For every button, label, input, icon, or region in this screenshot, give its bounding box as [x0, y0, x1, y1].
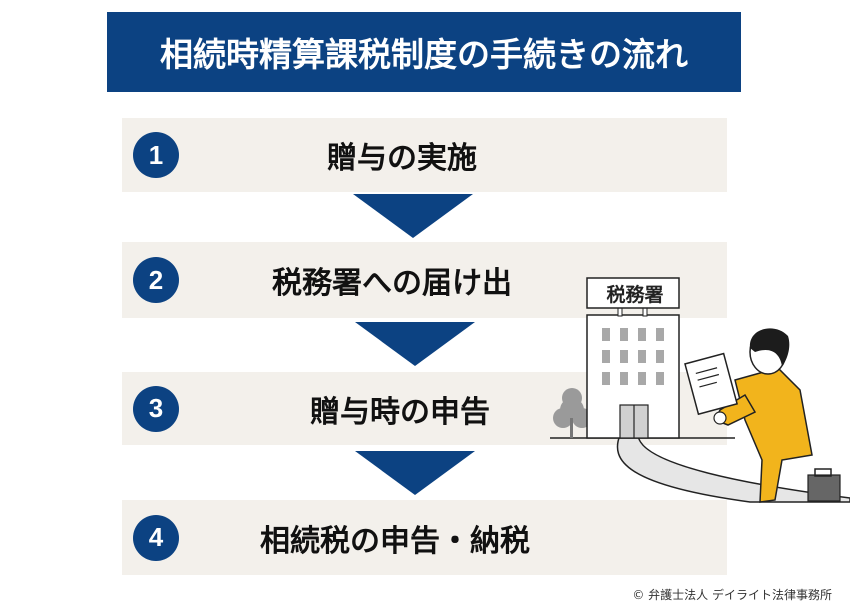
step-4: 4 相続税の申告・納税 — [122, 500, 727, 575]
step-number-badge: 4 — [133, 514, 179, 561]
step-number-badge: 3 — [133, 385, 179, 432]
step-number-badge: 1 — [133, 132, 179, 178]
down-arrow-icon — [353, 194, 473, 238]
step-number-badge: 2 — [133, 257, 179, 303]
page-title: 相続時精算課税制度の手続きの流れ — [160, 35, 688, 74]
copyright-notice: © 弁護士法人 デイライト法律事務所 — [632, 588, 832, 602]
building-sign-text: 税務署 — [606, 284, 664, 306]
step-label: 税務署への届け出 — [272, 266, 512, 301]
step-label: 贈与時の申告 — [310, 394, 490, 430]
tax-office-illustration: 税務署 — [550, 270, 850, 505]
step-label: 贈与の実施 — [327, 141, 477, 176]
step-label: 相続税の申告・納税 — [260, 523, 530, 559]
step-1: 1 贈与の実施 — [122, 118, 727, 192]
down-arrow-icon — [355, 451, 475, 495]
tax-office-building-icon — [550, 277, 850, 503]
title-banner: 相続時精算課税制度の手続きの流れ — [107, 12, 741, 92]
down-arrow-icon — [355, 322, 475, 366]
